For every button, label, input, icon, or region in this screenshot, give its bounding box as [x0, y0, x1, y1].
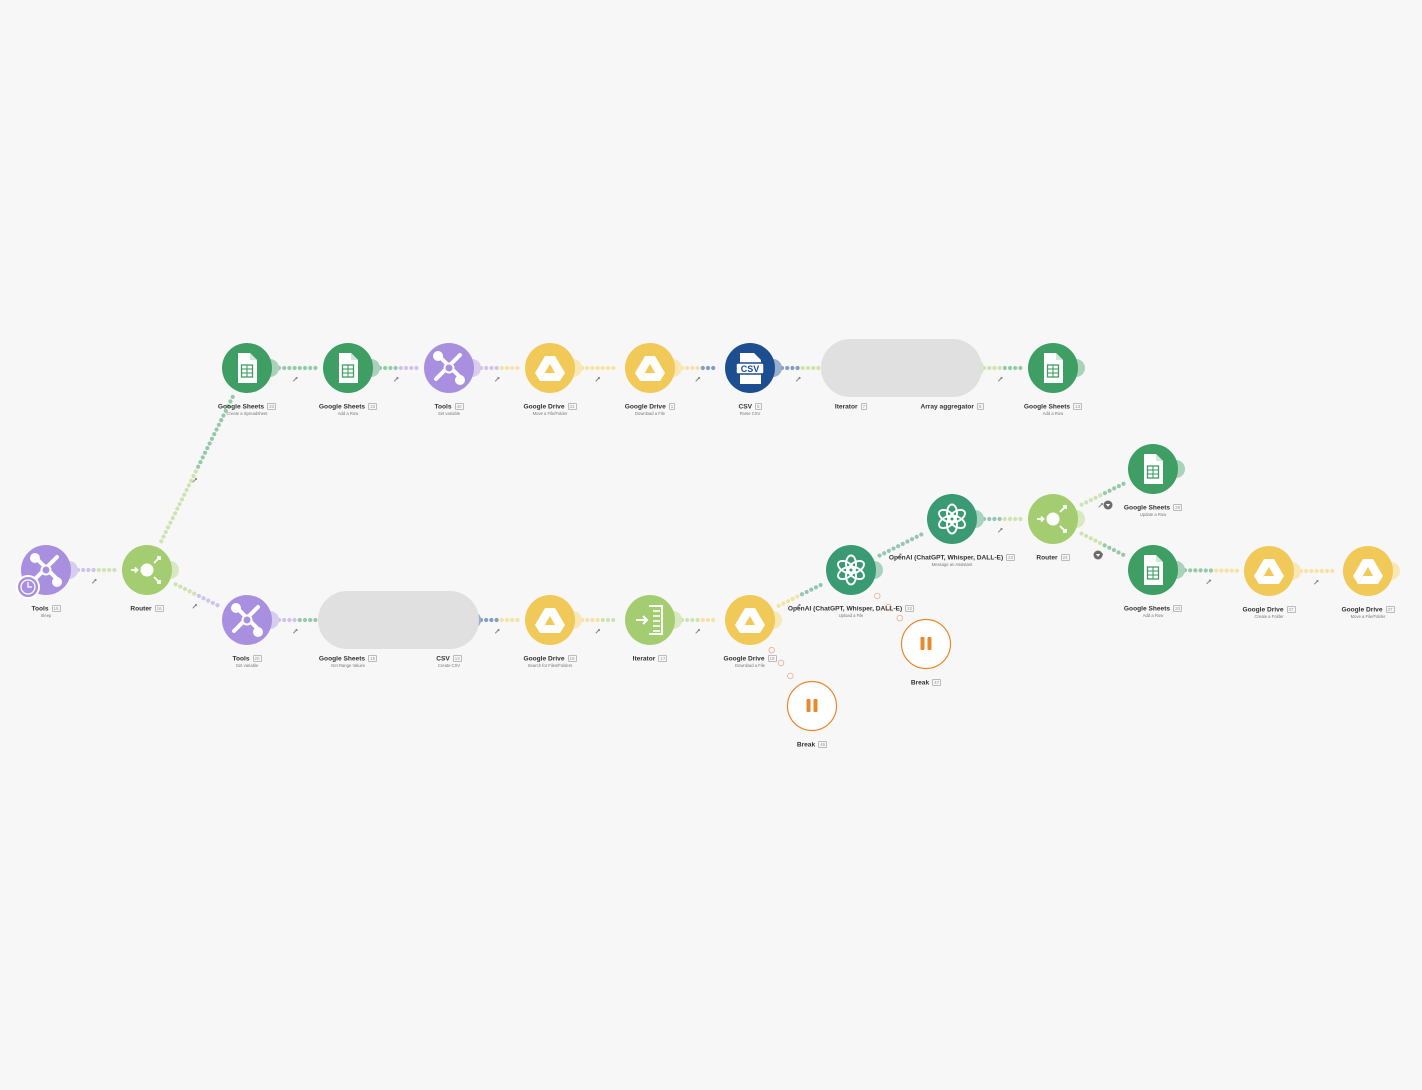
module-drive[interactable]	[525, 343, 575, 393]
route-connector[interactable]	[579, 365, 616, 371]
module-sheets[interactable]	[222, 343, 272, 393]
route-connector[interactable]	[1079, 531, 1126, 557]
google-drive-icon	[535, 608, 565, 633]
route-connector[interactable]	[1079, 481, 1126, 507]
google-drive-icon	[735, 608, 765, 633]
module-tools[interactable]	[222, 595, 272, 645]
openai-icon	[837, 554, 865, 586]
route-connector[interactable]	[159, 394, 235, 544]
google-drive-icon	[1254, 559, 1284, 584]
csv-icon-label: CSV	[741, 364, 760, 374]
module-openai[interactable]	[927, 494, 977, 544]
route-connector[interactable]	[877, 532, 924, 558]
module-group-background	[318, 591, 479, 649]
route-connector[interactable]	[679, 617, 716, 623]
route-connector[interactable]	[779, 365, 821, 371]
spreadsheet-icon	[1044, 353, 1063, 383]
pause-icon	[920, 637, 932, 650]
google-drive-icon	[535, 356, 565, 381]
route-connector[interactable]	[478, 617, 520, 623]
csv-file-icon: CSV	[735, 353, 765, 384]
module-router[interactable]	[122, 545, 172, 595]
module-drive[interactable]	[1343, 546, 1393, 596]
route-connector[interactable]	[173, 582, 220, 608]
route-connector[interactable]	[679, 365, 716, 371]
route-connector[interactable]	[75, 567, 117, 573]
router-icon	[131, 556, 161, 584]
module-sheets[interactable]	[323, 343, 373, 393]
module-sheets[interactable]	[1128, 444, 1178, 494]
module-csv[interactable]: CSV	[725, 343, 775, 393]
module-group-background	[821, 339, 982, 397]
iterator-icon	[636, 605, 663, 635]
spreadsheet-icon	[238, 353, 257, 383]
spreadsheet-icon	[1144, 555, 1163, 585]
module-drive[interactable]	[625, 343, 675, 393]
wrench-screwdriver-icon	[433, 351, 465, 385]
route-menu-icon[interactable]	[1093, 550, 1103, 560]
module-break[interactable]	[786, 680, 838, 732]
google-drive-icon	[1353, 559, 1383, 584]
module-drive[interactable]	[1244, 546, 1294, 596]
openai-icon	[938, 503, 966, 535]
route-connector[interactable]	[776, 582, 823, 608]
module-tools[interactable]	[424, 343, 474, 393]
route-connector[interactable]	[981, 516, 1023, 522]
error-handler-connector[interactable]	[874, 592, 903, 622]
route-connector[interactable]	[276, 365, 318, 371]
wrench-screwdriver-icon	[231, 603, 263, 637]
route-connector[interactable]	[1182, 568, 1240, 573]
spreadsheet-icon	[1144, 454, 1163, 484]
module-router[interactable]	[1028, 494, 1078, 544]
route-menu-icon[interactable]	[1103, 500, 1113, 510]
module-openai[interactable]	[826, 545, 876, 595]
google-drive-icon	[635, 356, 665, 381]
module-drive[interactable]	[725, 595, 775, 645]
error-handler-connector[interactable]	[768, 646, 794, 680]
module-break[interactable]	[900, 618, 952, 670]
spreadsheet-icon	[339, 353, 358, 383]
schedule-clock-icon[interactable]	[16, 575, 40, 599]
wrench-screwdriver-icon	[30, 553, 62, 587]
route-connector[interactable]	[377, 365, 419, 371]
route-connector[interactable]	[579, 617, 616, 623]
route-connector[interactable]	[1298, 568, 1335, 574]
router-icon	[1037, 505, 1067, 533]
route-connector[interactable]	[276, 617, 318, 623]
module-sheets[interactable]	[1128, 545, 1178, 595]
route-connector[interactable]	[478, 365, 520, 371]
pause-icon	[806, 699, 818, 712]
module-iterator[interactable]	[625, 595, 675, 645]
module-drive[interactable]	[525, 595, 575, 645]
module-sheets[interactable]	[1028, 343, 1078, 393]
route-connector[interactable]	[981, 365, 1023, 371]
